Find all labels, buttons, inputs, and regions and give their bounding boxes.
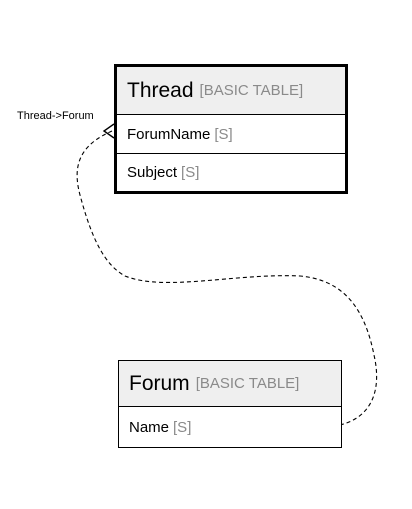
- relationship-arrowhead: [102, 123, 115, 139]
- forum-field-row-name: Name [S]: [119, 407, 341, 447]
- thread-field-row-subject: Subject [S]: [117, 153, 345, 191]
- forum-table-type: [BASIC TABLE]: [195, 375, 300, 392]
- thread-field-name: ForumName: [127, 125, 211, 143]
- thread-table-name: Thread: [127, 78, 194, 102]
- thread-table: Thread [BASIC TABLE] ForumName [S] Subje…: [114, 64, 348, 194]
- forum-table-name: Forum: [129, 371, 190, 395]
- thread-field-name: Subject: [127, 164, 178, 181]
- thread-field-row-forumname: ForumName [S]: [117, 115, 345, 153]
- thread-field-type: [S]: [214, 125, 233, 143]
- relationship-label: Thread->Forum: [17, 110, 94, 122]
- forum-table-header: Forum [BASIC TABLE]: [119, 361, 341, 407]
- forum-table: Forum [BASIC TABLE] Name [S]: [118, 360, 342, 448]
- thread-table-header: Thread [BASIC TABLE]: [117, 67, 345, 115]
- thread-field-type: [S]: [181, 164, 200, 181]
- forum-field-type: [S]: [173, 418, 192, 436]
- forum-field-name: Name: [129, 418, 170, 436]
- thread-table-type: [BASIC TABLE]: [199, 82, 304, 99]
- relationship-line: [76, 130, 378, 426]
